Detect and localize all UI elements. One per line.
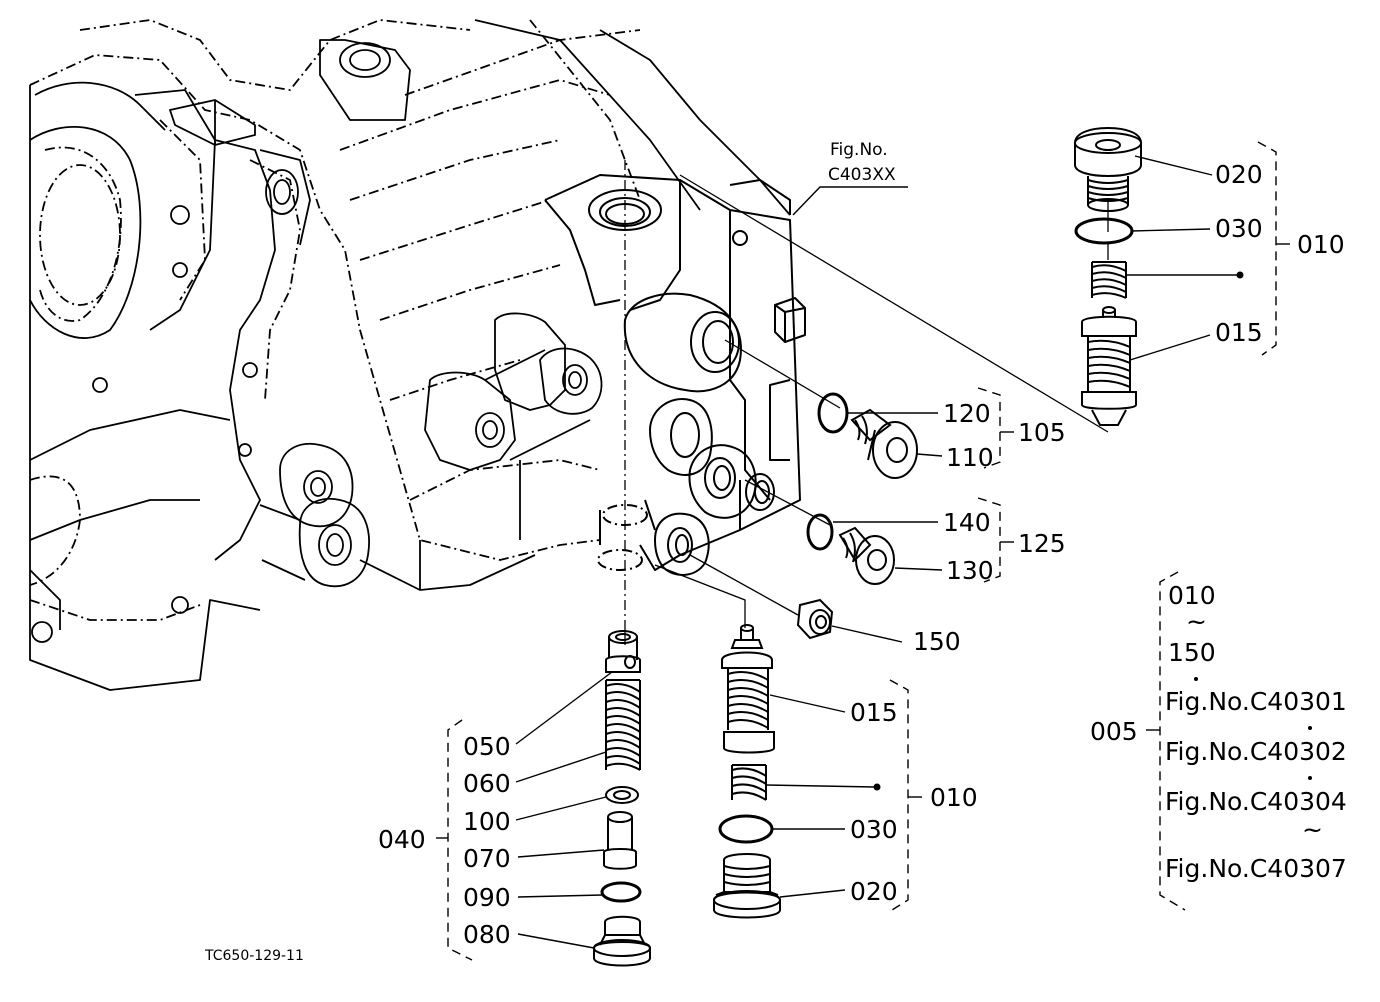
valve-010-bottom	[713, 624, 781, 919]
callout-110: 110	[946, 443, 994, 472]
fig-ref-line2: C403XX	[828, 165, 896, 185]
fig-ref-line1: Fig.No.	[830, 140, 888, 160]
assembly-fig-1: Fig.No.C40301	[1165, 687, 1347, 716]
callout-150: 150	[913, 627, 961, 656]
spring-dot-bottom	[873, 783, 881, 791]
callout-070: 070	[463, 844, 511, 873]
callout-020-top: 020	[1215, 160, 1263, 189]
assembly-fig-tilde: ~	[1302, 815, 1323, 844]
callout-050: 050	[463, 732, 511, 761]
callout-030-bottom: 030	[850, 815, 898, 844]
callout-090: 090	[463, 883, 511, 912]
callout-015-top: 015	[1215, 318, 1263, 347]
assembly-fig-2: Fig.No.C40302	[1165, 737, 1347, 766]
callout-120: 120	[943, 399, 991, 428]
callout-labels: Fig.No. C403XX 020 030 010 015 120 110 1…	[204, 140, 1347, 964]
plug-assemblies	[796, 392, 918, 640]
callout-040: 040	[378, 825, 426, 854]
callout-030-top: 030	[1215, 214, 1263, 243]
callout-105: 105	[1018, 418, 1066, 447]
callout-020-bottom: 020	[850, 877, 898, 906]
valve-040	[593, 630, 651, 967]
spring-dot-top	[1236, 271, 1244, 279]
callout-100: 100	[463, 807, 511, 836]
separator-dot	[1194, 677, 1198, 681]
center-lines	[624, 160, 1109, 645]
callout-010-top: 010	[1297, 230, 1345, 259]
assembly-code: 005	[1090, 717, 1138, 746]
callout-015-bottom: 015	[850, 698, 898, 727]
separator-dot	[1308, 776, 1312, 780]
drawing-code: TC650-129-11	[204, 948, 304, 964]
callout-130: 130	[946, 556, 994, 585]
relief-valve-top	[1074, 126, 1142, 426]
leader-lines	[436, 141, 1290, 961]
callout-080: 080	[463, 920, 511, 949]
assembly-range-end: 150	[1168, 638, 1216, 667]
assembly-fig-3: Fig.No.C40304	[1165, 787, 1347, 816]
callout-010-bottom: 010	[930, 783, 978, 812]
assembly-range-tilde: ~	[1186, 607, 1207, 636]
callout-140: 140	[943, 508, 991, 537]
valve-body	[544, 174, 806, 576]
callout-125: 125	[1018, 529, 1066, 558]
transmission-housing	[29, 19, 791, 691]
assembly-fig-4: Fig.No.C40307	[1165, 854, 1347, 883]
assembly-range-start: 010	[1168, 581, 1216, 610]
callout-060: 060	[463, 769, 511, 798]
separator-dot	[1308, 726, 1312, 730]
